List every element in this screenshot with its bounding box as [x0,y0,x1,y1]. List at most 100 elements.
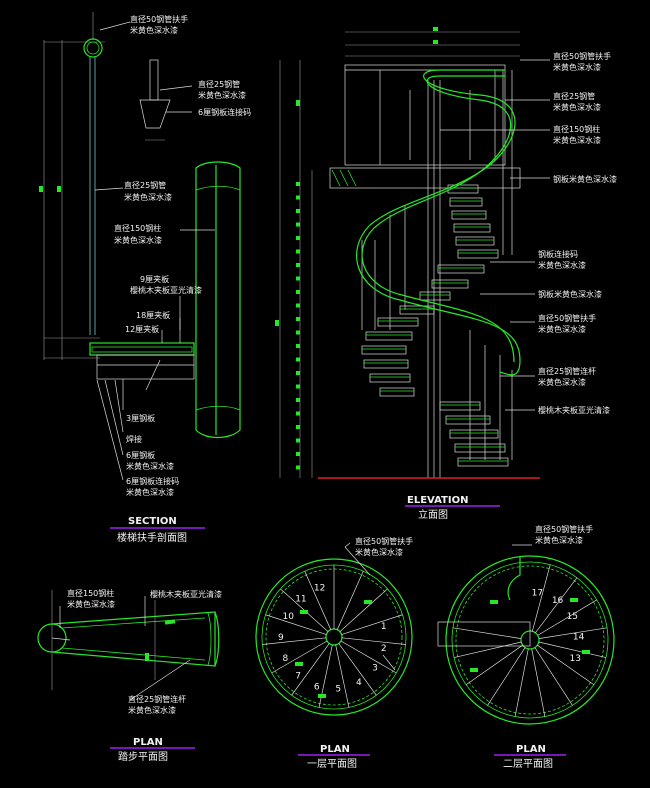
elevation-tick [296,303,300,308]
plan-second-marker [470,668,478,672]
elev-label-handrail2-paint: 米黄色深水漆 [538,324,586,334]
section-label-weld: 焊接 [126,434,142,444]
plan-first-step-line [341,614,403,635]
section-label-handrail-paint: 米黄色深水漆 [130,25,178,35]
elevation-tick [296,357,300,362]
elevation-tick [296,222,300,227]
elev-label-cherry-veneer: 樱桃木夹板亚光清漆 [538,405,610,415]
plan-second-step-line [452,627,522,639]
plan-first-marker [295,662,303,666]
section-label-rod25-paint: 米黄色深水漆 [198,90,246,100]
plan-step-label-rod: 直径25钢管连杆 [128,694,186,704]
elevation-tick [296,384,300,389]
plan-second-step-line [534,647,573,706]
elev-label-rod25-paint: 米黄色深水漆 [553,102,601,112]
elevation-tick [296,452,300,456]
elevation-tick [296,182,300,186]
plan-second-marker [582,650,590,654]
elevation-step [457,457,509,467]
elevation-step [379,387,415,397]
plan-step-label-column: 直径150钢柱 [67,588,114,598]
plan-second-step-line [535,577,578,634]
plan-first-step-line [271,640,328,674]
section-label-plate6-connector2: 6厘钢板连接码 [126,476,179,486]
elevation-title: ELEVATION [407,495,468,506]
plan-second-step-line [538,641,607,658]
elevation-step [361,345,407,355]
elevation-tick [296,330,300,335]
plan-first-step-number: 11 [295,594,306,604]
plan-first-step-number: 9 [278,633,284,643]
plan-first-step-line [335,644,350,708]
section-label-plate3: 3厘钢板 [126,413,155,423]
plan-first-step-number: 4 [356,678,362,688]
elevation-tick [296,371,300,375]
plan-first-step-number: 7 [295,672,301,682]
section-label-plywood12: 12厘夹板 [125,324,159,334]
section-label-rod25b-paint: 米黄色深水漆 [124,192,172,202]
plan-second-marker [490,600,498,604]
section-label-rod25: 直径25钢管 [198,79,240,89]
plan-step-label-rod-paint: 米黄色深水漆 [128,705,176,715]
elevation-step [363,359,409,369]
elevation-step [457,249,499,259]
plan-second-step-line [514,648,529,717]
elevation-tick-marks [296,182,300,470]
plan-second-marker [570,598,578,602]
elev-label-plate-paint: 钢板米黄色深水漆 [553,174,617,184]
elev-label-handrail-paint: 米黄色深水漆 [553,62,601,72]
plan-second-step-number: 13 [570,654,581,664]
plan-first-step-line [341,637,406,645]
plan-first-step-number: 6 [314,682,320,692]
section-label-handrail: 直径50钢管扶手 [130,14,188,24]
plan-second-step-line [465,644,523,686]
elevation-step [445,415,491,425]
elevation-tick [296,438,300,443]
elev-label-rod25-link-paint: 米黄色深水漆 [538,377,586,387]
plan-first-marker [300,610,308,614]
elevation-step [369,373,411,383]
plan-first-marker [318,694,326,698]
section-label-plywood9: 9厘夹板 [140,274,169,284]
plan-second-step-line [487,647,526,706]
plan-first-step-number: 10 [282,612,294,622]
plan-step-label-cherry: 樱桃木夹板亚光清漆 [150,589,222,599]
elevation-tick [296,411,300,416]
plan-second-step-lines [452,564,608,717]
elevation-tick [296,249,300,254]
plan-second-step-line [453,641,522,658]
elev-label-column150: 直径150钢柱 [553,124,600,134]
elev-label-handrail2: 直径50钢管扶手 [538,313,596,323]
section-label-plate6-connector: 6厘钢板连接码 [198,107,251,117]
plan-second-subtitle: 二层平面图 [503,758,553,770]
section-detail: 直径50钢管扶手 米黄色深水漆 直径25钢管 米黄色深水漆 6厘钢板连接码 直径… [39,12,251,544]
plan-second-step-number: 16 [552,596,564,606]
elev-label-rod25-link: 直径25钢管连杆 [538,366,596,376]
plan-first-step-line [340,640,397,674]
plan-first-step-line [304,571,332,630]
elevation-tick [296,209,300,213]
section-label-plywood18: 18厘夹板 [136,310,170,320]
section-label-rod25b: 直径25钢管 [124,180,166,190]
plan-second-label-handrail: 直径50钢管扶手 [535,524,593,534]
plan-first-step-number: 12 [314,584,325,594]
plan-first-step-number: 3 [372,664,378,674]
elevation-step [419,291,451,301]
elevation-step [377,317,419,327]
elevation-tick [296,263,300,267]
section-label-cherry-veneer: 樱桃木夹板亚光清漆 [130,285,202,295]
elevation-tick [296,290,300,294]
plan-first-step-number: 2 [381,644,387,654]
plan-second-label-handrail-paint: 米黄色深水漆 [535,535,583,545]
section-label-column150: 直径150钢柱 [114,223,161,233]
elev-label-plate-connector: 钢板连接码 [538,249,578,259]
elevation-step [449,429,499,439]
plan-first-label-handrail-paint: 米黄色深水漆 [355,547,403,557]
plan-second-step-number: 15 [567,612,578,622]
elevation-tick [296,317,300,321]
plan-second-step-line [537,644,595,686]
elevation-step [365,331,413,341]
